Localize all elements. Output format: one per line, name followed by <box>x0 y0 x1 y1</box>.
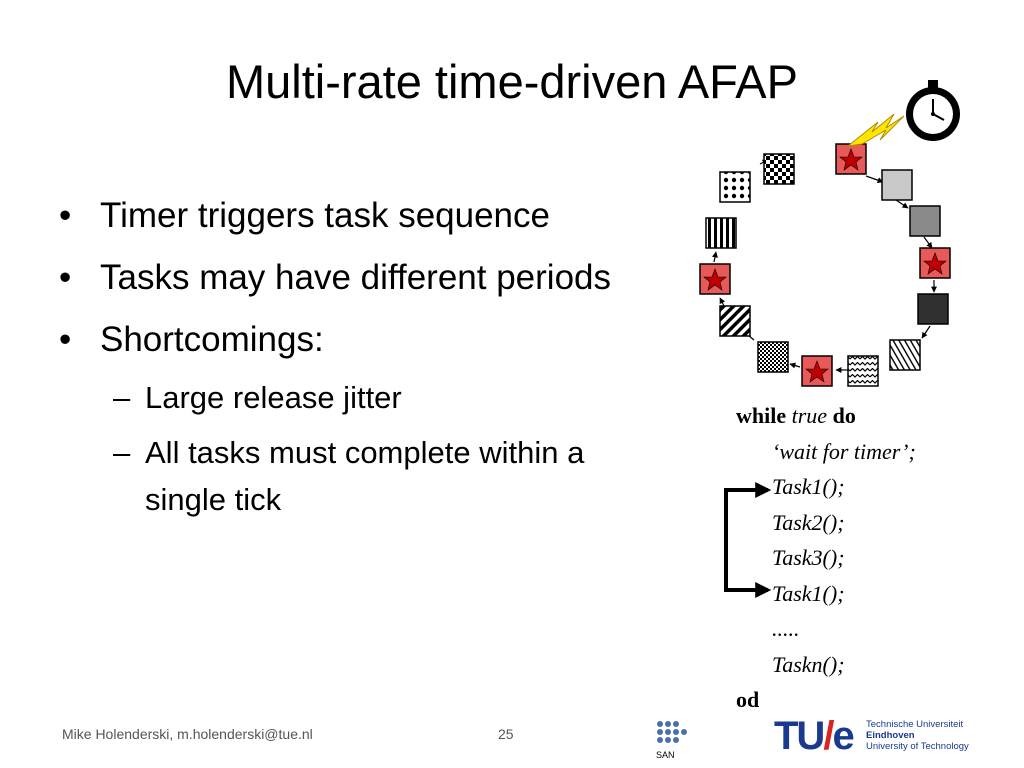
sub-bullet-item: Large release jitter <box>55 374 615 421</box>
sub-bullet-item: All tasks must complete within a single … <box>55 429 615 523</box>
hatched-task-box <box>889 339 921 371</box>
tue-logo-mark: TU/e <box>774 714 855 758</box>
star-task-box <box>699 263 731 295</box>
code-line: ‘wait for timer’; <box>772 438 916 464</box>
bullet-item: Tasks may have different periods <box>55 250 615 306</box>
slide-title: Multi-rate time-driven AFAP <box>225 55 798 108</box>
bullet-list: Timer triggers task sequence Tasks may h… <box>55 188 615 531</box>
wave-task-box <box>847 355 879 387</box>
code-line: od <box>736 682 1006 718</box>
keyword: do <box>832 403 856 428</box>
striped-task-box <box>705 217 737 249</box>
dotted-task-box <box>719 171 751 203</box>
star-task-box <box>835 143 867 175</box>
star-task-box <box>801 355 833 387</box>
code-line: ..... <box>772 616 800 641</box>
page-number: 25 <box>498 726 514 742</box>
code-line: Task1(); <box>772 474 845 499</box>
loop-bracket-arrow <box>724 482 772 598</box>
bullet-item: Shortcomings: <box>55 312 615 368</box>
footer-author: Mike Holenderski, m.holenderski@tue.nl <box>62 726 313 742</box>
code-line: Task2(); <box>772 509 845 535</box>
gray-task-box <box>909 205 941 237</box>
pseudo-code-block: while true do ‘wait for timer’; Task1();… <box>736 398 1006 718</box>
code-line: Task1(); <box>772 580 845 606</box>
code-line: Taskn(); <box>772 651 845 677</box>
checker-task-box <box>757 341 789 373</box>
san-logo-text: SAN <box>656 750 675 760</box>
diagonal-task-box <box>719 305 751 337</box>
keyword: while <box>736 403 787 428</box>
stopwatch-icon <box>906 80 960 141</box>
task-ring-diagram <box>699 80 960 387</box>
san-logo: SAN <box>656 721 687 760</box>
code-line: Task3(); <box>772 545 845 570</box>
ring-arrows <box>711 159 937 373</box>
star-task-box <box>919 247 951 279</box>
tue-logo: TU/e Technische Universiteit Eindhoven U… <box>774 716 984 756</box>
checker-task-box <box>763 153 795 185</box>
tue-logo-text: Technische Universiteit Eindhoven Univer… <box>866 719 969 752</box>
gray-task-box <box>881 169 913 201</box>
code-line: while true do <box>736 398 1006 434</box>
bullet-item: Timer triggers task sequence <box>55 188 615 244</box>
keyword: od <box>736 687 760 712</box>
keyword: true <box>791 403 828 428</box>
black-task-box <box>917 293 949 325</box>
lightning-bolt-icon <box>846 113 905 147</box>
